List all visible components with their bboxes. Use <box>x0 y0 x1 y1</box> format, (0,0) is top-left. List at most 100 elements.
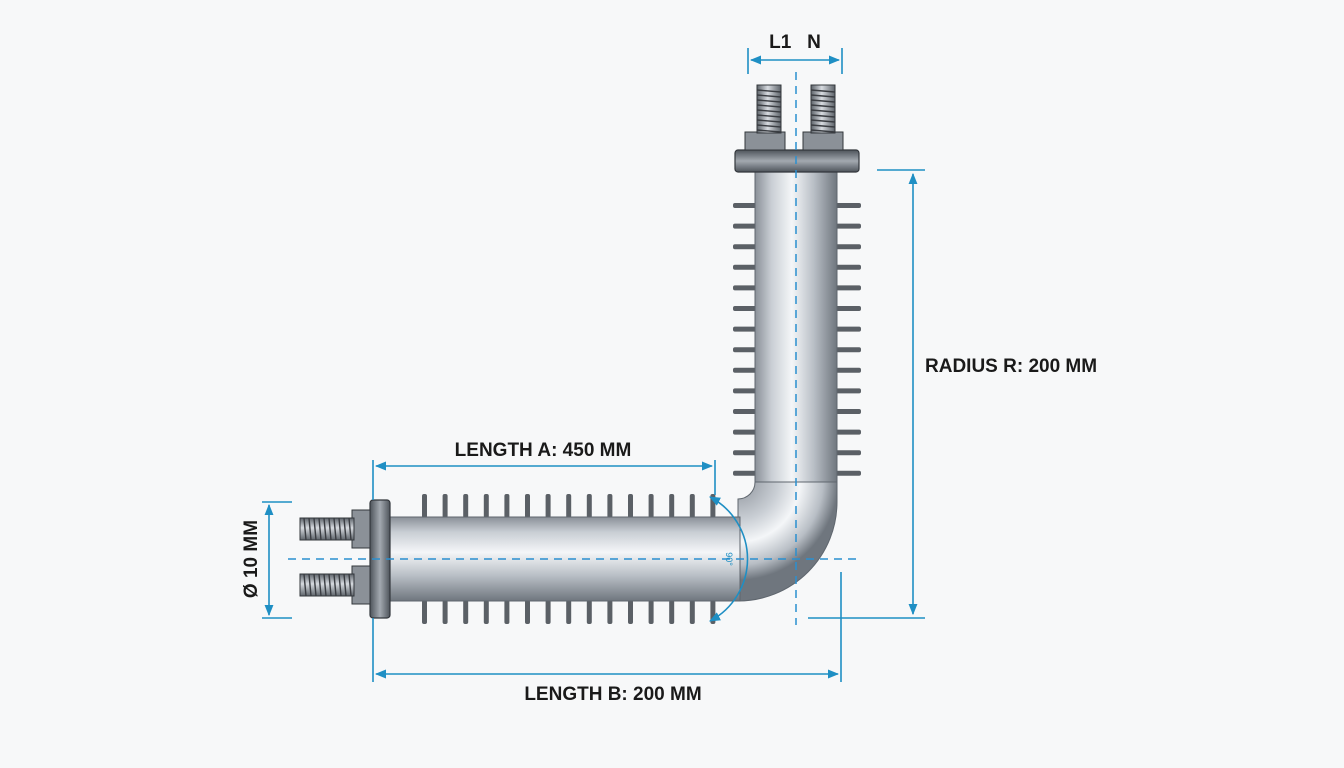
radius-label: RADIUS R: 200 MM <box>925 356 1097 377</box>
length-a-dimension: LENGTH A: 450 MM <box>372 440 716 500</box>
fin <box>733 326 757 332</box>
fin <box>545 600 551 624</box>
fin <box>835 285 861 291</box>
fin <box>733 306 757 311</box>
thread <box>810 109 836 113</box>
fin <box>835 470 861 476</box>
fin <box>835 450 861 456</box>
fin <box>586 494 592 518</box>
thread <box>328 517 332 541</box>
thread <box>318 517 322 541</box>
fin <box>835 326 861 332</box>
thread <box>756 94 782 98</box>
fin <box>835 429 861 435</box>
thread <box>810 99 836 103</box>
thread <box>343 573 347 597</box>
thread <box>756 89 782 93</box>
fin <box>648 600 654 624</box>
fin <box>628 600 633 624</box>
fin <box>689 600 695 624</box>
thread <box>318 573 322 597</box>
thread <box>343 517 347 541</box>
fin <box>545 494 551 518</box>
thread <box>810 124 836 128</box>
thread <box>338 517 342 541</box>
center-lines <box>288 72 858 625</box>
thread <box>810 119 836 123</box>
top-terminal-assembly <box>734 84 860 173</box>
thread <box>810 104 836 108</box>
fin <box>733 347 757 353</box>
fin <box>733 285 757 291</box>
thread <box>323 573 327 597</box>
thread <box>810 129 836 133</box>
fin <box>835 409 861 414</box>
fin <box>504 600 510 624</box>
fin <box>733 409 757 414</box>
thread <box>333 573 337 597</box>
thread <box>756 114 782 118</box>
thread <box>338 573 342 597</box>
thread <box>333 517 337 541</box>
fin <box>566 600 572 624</box>
thread <box>323 517 327 541</box>
thread <box>348 517 352 541</box>
fin <box>835 388 861 394</box>
fin <box>733 450 757 456</box>
fin <box>733 223 757 229</box>
thread <box>308 517 312 541</box>
fin <box>669 494 675 518</box>
thread <box>756 124 782 128</box>
thread <box>756 109 782 113</box>
fin <box>733 264 757 270</box>
fin <box>442 494 448 518</box>
thread <box>348 573 352 597</box>
fin <box>586 600 592 624</box>
thread <box>328 573 332 597</box>
fin <box>835 203 861 208</box>
fins-vertical-section <box>733 203 861 476</box>
tube-bend <box>737 481 838 602</box>
length-a-label: LENGTH A: 450 MM <box>455 440 632 461</box>
diameter-dimension: Ø 10 MM <box>241 501 292 619</box>
thread <box>756 104 782 108</box>
thread <box>810 89 836 93</box>
thread <box>810 114 836 118</box>
thread <box>303 517 307 541</box>
fin <box>733 367 757 373</box>
thread <box>756 129 782 133</box>
fin <box>422 494 427 518</box>
radius-dimension: RADIUS R: 200 MM <box>808 169 1097 619</box>
fin <box>442 600 448 624</box>
fin <box>669 600 675 624</box>
terminal-label: L1 N <box>769 32 821 53</box>
fin <box>733 388 757 394</box>
bend-angle-dimension: 90° <box>709 496 749 622</box>
left-terminal-assembly <box>299 499 391 619</box>
fin <box>525 600 530 624</box>
fin <box>504 494 510 518</box>
heating-tube <box>384 169 838 602</box>
fin <box>607 494 613 518</box>
top-flange <box>734 149 860 173</box>
fin <box>835 306 861 311</box>
terminal-spacing-dimension: L1 N <box>747 32 843 74</box>
fin <box>648 494 654 518</box>
thread <box>303 573 307 597</box>
fin <box>483 600 489 624</box>
fin <box>835 223 861 229</box>
fin <box>835 264 861 270</box>
fin <box>835 244 861 250</box>
fin <box>689 494 695 518</box>
thread <box>756 99 782 103</box>
fin <box>835 367 861 373</box>
fin <box>463 600 469 624</box>
thread <box>756 119 782 123</box>
fin <box>733 203 757 208</box>
fin <box>422 600 427 624</box>
thread <box>313 517 317 541</box>
length-b-dimension: LENGTH B: 200 MM <box>372 572 842 705</box>
thread <box>313 573 317 597</box>
length-b-label: LENGTH B: 200 MM <box>524 684 701 705</box>
